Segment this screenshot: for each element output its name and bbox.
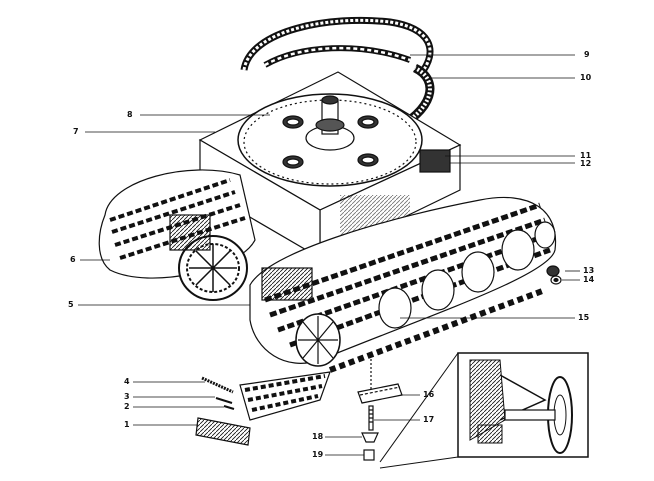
callout-18: 18 <box>312 432 324 441</box>
callout-4: 4 <box>124 377 130 386</box>
left-track-assembly <box>98 169 256 301</box>
callout-13: 13 <box>583 266 595 275</box>
callout-8: 8 <box>127 110 133 119</box>
callout-5: 5 <box>68 300 74 309</box>
callout-14: 14 <box>583 275 595 284</box>
callout-1: 1 <box>124 420 130 429</box>
callout-3: 3 <box>124 392 130 401</box>
callout-11: 11 <box>580 151 592 160</box>
slewing-ring-segment <box>240 16 434 78</box>
pin-parts <box>357 355 403 461</box>
callout-7: 7 <box>73 127 79 136</box>
callout-2: 2 <box>124 402 130 411</box>
inset-detail <box>379 352 589 469</box>
callout-10: 10 <box>580 73 592 82</box>
callout-15: 15 <box>578 313 590 322</box>
callout-16: 16 <box>423 390 435 399</box>
callout-12: 12 <box>580 159 592 168</box>
right-track-assembly <box>249 196 557 373</box>
callout-19: 19 <box>312 450 324 459</box>
callout-9: 9 <box>584 50 590 59</box>
leader-lines <box>78 54 580 456</box>
bearing-parts <box>546 265 562 285</box>
track-link-parts <box>195 371 331 446</box>
callout-17: 17 <box>423 415 435 424</box>
callout-6: 6 <box>70 255 76 264</box>
